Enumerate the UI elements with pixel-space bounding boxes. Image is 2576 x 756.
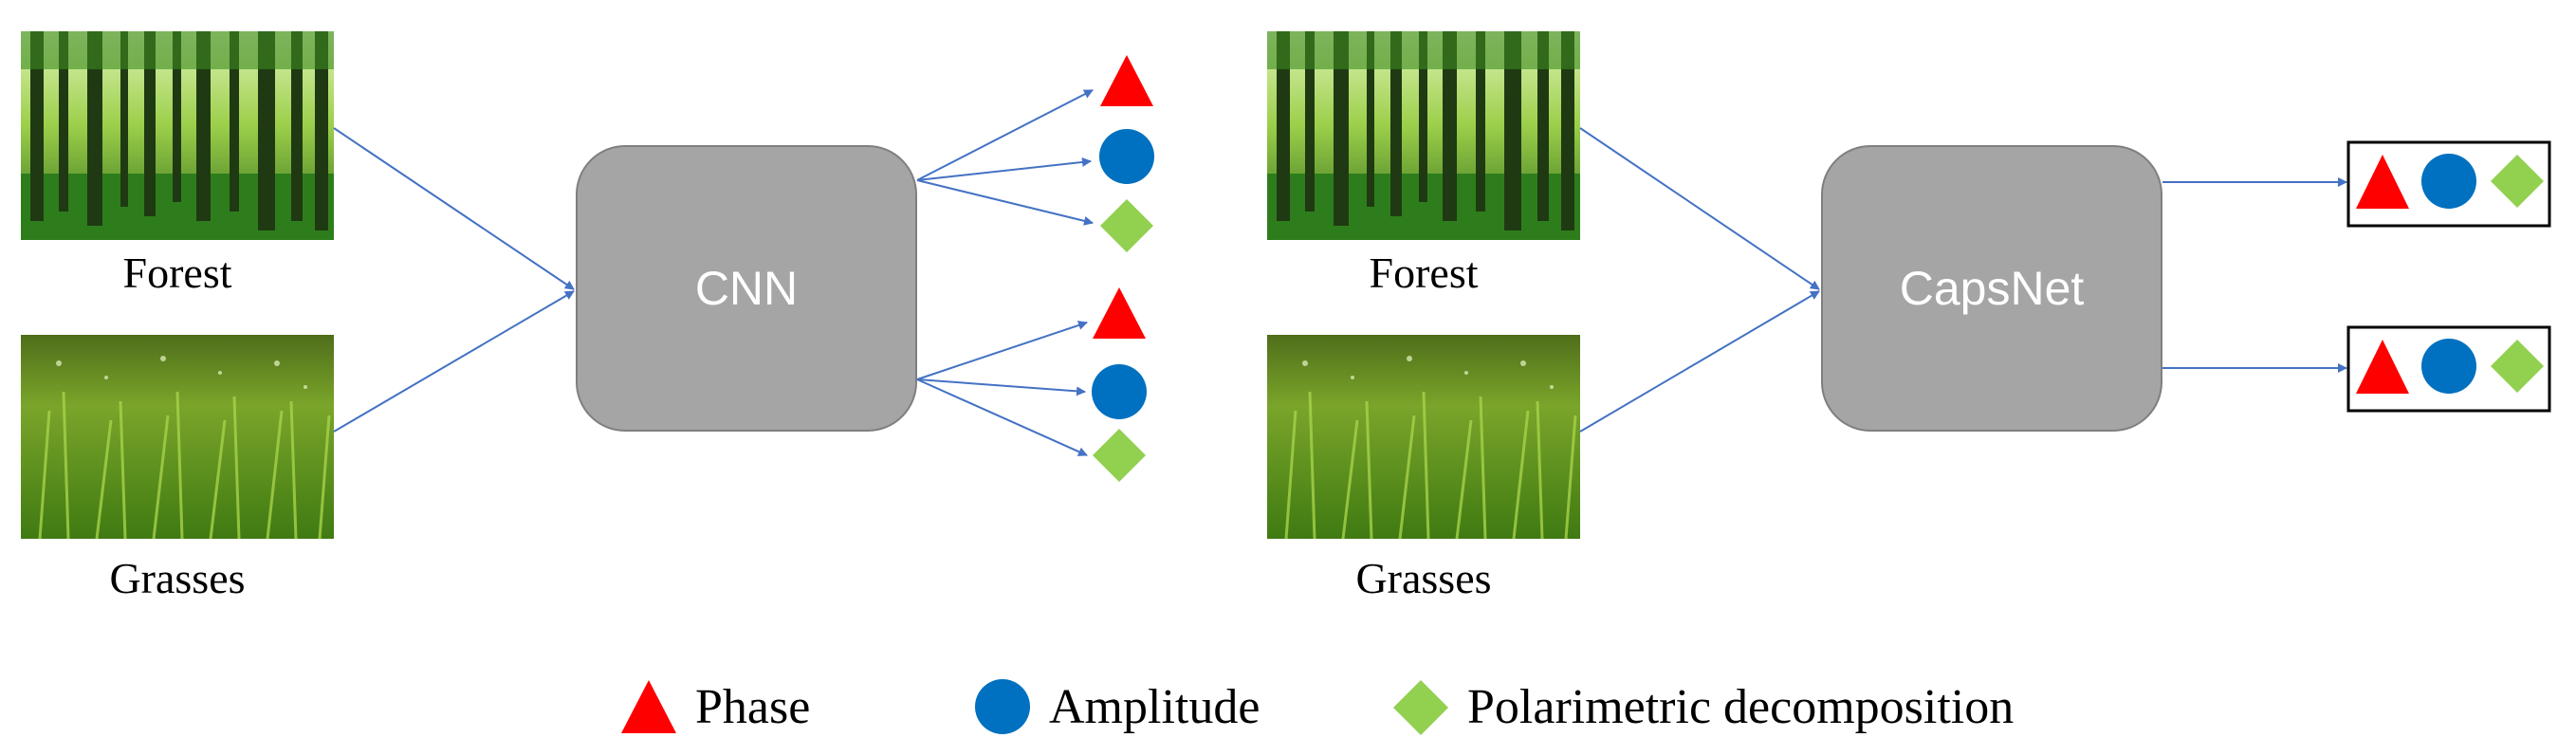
phase-triangle-icon [2356,340,2409,394]
phase-triangle-icon [1100,55,1153,106]
arrow-cnn-to-polarimetric-2 [916,378,1088,456]
capsnet-node: CapsNet [1821,145,2162,432]
legend-label-phase: Phase [695,680,811,734]
grasses-caption: Grasses [109,554,246,602]
legend-circle-icon [975,679,1030,734]
polarimetric-diamond-icon [2491,340,2544,393]
polarimetric-diamond-icon [1093,429,1146,482]
legend-label-amplitude: Amplitude [1049,680,1260,734]
amplitude-circle-icon [1092,364,1147,419]
polarimetric-diamond-icon [2491,155,2544,208]
arrow-cnn-to-amplitude-2 [916,378,1086,396]
polarimetric-diamond-icon [1100,199,1153,252]
legend-diamond-icon [1393,680,1448,735]
capsnet-label: CapsNet [1899,262,2085,315]
forest-image-right [1267,31,1580,240]
arrow-cnn-to-phase-1 [916,89,1094,181]
forest-image [21,31,334,240]
amplitude-circle-icon [2421,339,2476,394]
grasses-caption-right: Grasses [1355,554,1492,602]
amplitude-circle-icon [2421,154,2476,209]
arrow-grasses-to-cnn [333,290,575,433]
legend-label-polarimetric: Polarimetric decomposition [1467,680,2015,734]
legend-triangle-icon [621,680,676,733]
cnn-node: CNN [576,145,917,432]
forest-caption: Forest [122,249,232,297]
grasses-image [21,335,334,539]
arrow-cnn-to-phase-2 [916,321,1088,380]
arrow-cnn-to-amplitude-1 [916,157,1092,181]
arrow-grasses-to-capsnet [1579,290,1820,433]
arrow-forest-to-cnn [333,127,575,290]
arrow-cnn-to-polarimetric-1 [916,179,1094,226]
forest-caption-right: Forest [1369,249,1479,297]
amplitude-circle-icon [1099,129,1154,184]
grasses-image-right [1267,335,1580,539]
cnn-label: CNN [694,262,799,315]
arrow-forest-to-capsnet [1579,127,1820,290]
phase-triangle-icon [2356,155,2409,209]
phase-triangle-icon [1093,287,1146,339]
